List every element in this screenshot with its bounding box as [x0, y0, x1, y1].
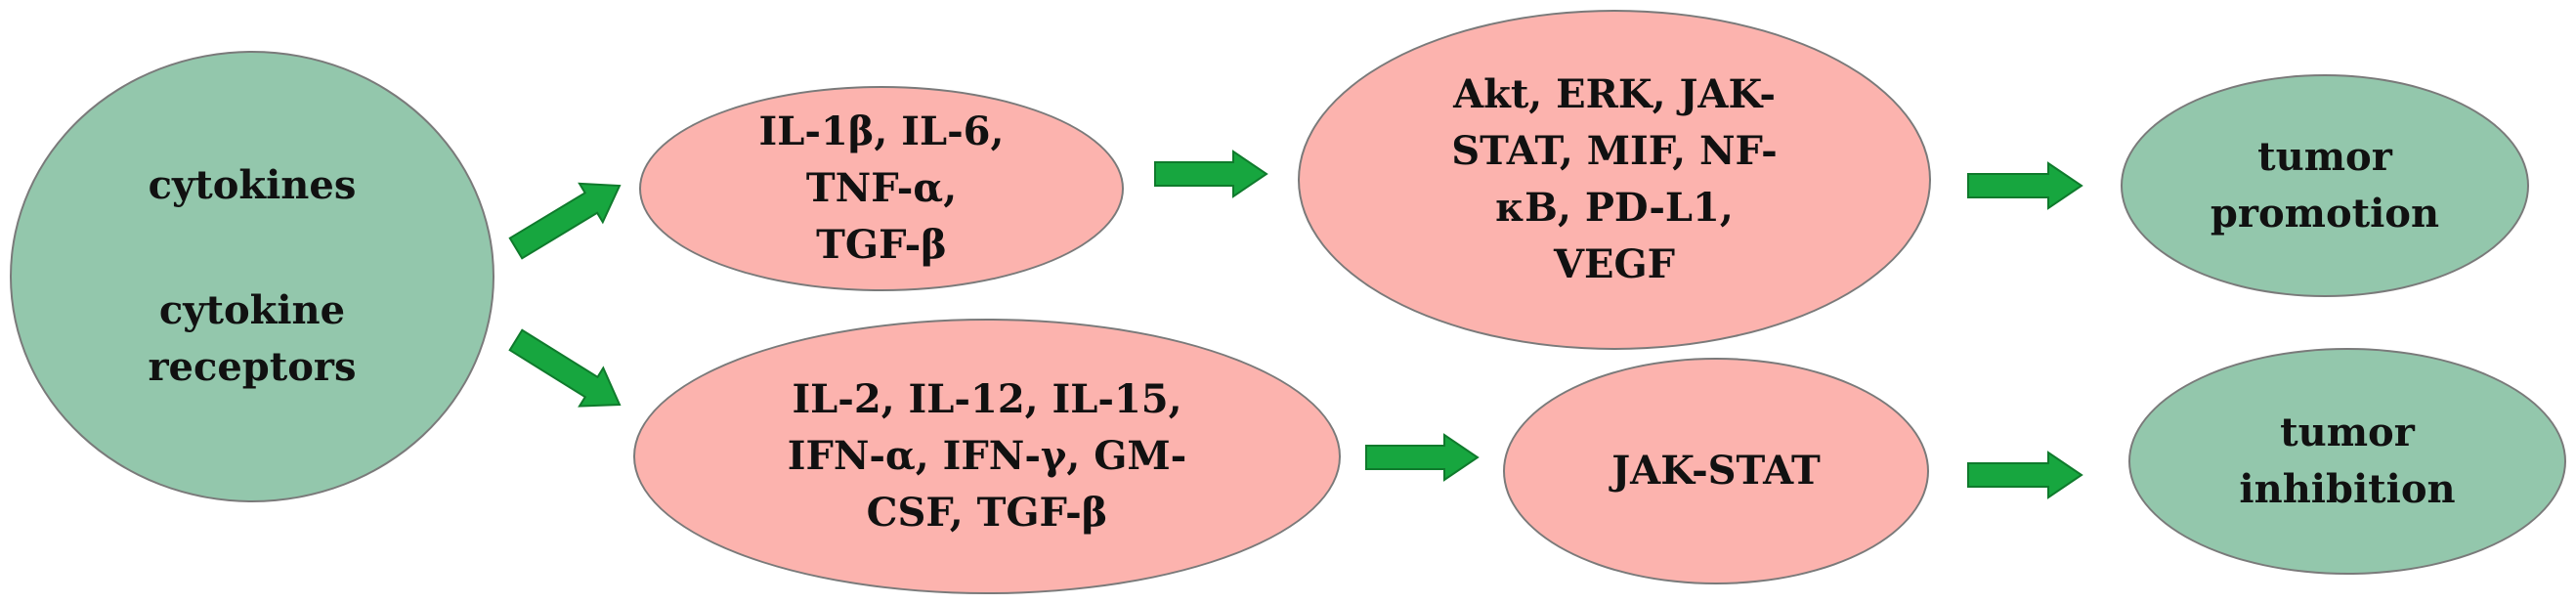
- source-top-label: cytokines: [148, 162, 357, 208]
- upper-pathways-line-1: Akt, ERK, JAK-: [1453, 71, 1776, 117]
- upper-pathways-line-4: VEGF: [1553, 241, 1676, 287]
- upper-pathways-line-2: STAT, MIF, NF-: [1451, 128, 1778, 174]
- upper-cytokines-line-2: TNF-α,: [805, 165, 958, 211]
- promotion-line-2: promotion: [2210, 191, 2440, 237]
- outcome-node-tumor-inhibition: tumor inhibition: [2128, 348, 2566, 575]
- source-bottom-line-2: receptors: [148, 344, 357, 390]
- arrow-upper-cytokines-to-pathways: [1154, 150, 1268, 198]
- inhibition-line-2: inhibition: [2239, 466, 2456, 512]
- arrow-lower-cytokines-to-pathways: [1365, 433, 1480, 482]
- lower-pathways-line-1: JAK-STAT: [1611, 448, 1821, 494]
- lower-cytokines-line-3: CSF, TGF-β: [866, 490, 1108, 536]
- lower-cytokines-line-2: IFN-α, IFN-γ, GM-: [787, 433, 1187, 479]
- lower-cytokines-node: IL-2, IL-12, IL-15, IFN-α, IFN-γ, GM- CS…: [633, 319, 1341, 594]
- upper-pathways-node: Akt, ERK, JAK- STAT, MIF, NF- κB, PD-L1,…: [1298, 10, 1931, 350]
- lower-cytokines-line-1: IL-2, IL-12, IL-15,: [792, 376, 1182, 422]
- inhibition-line-1: tumor: [2280, 410, 2415, 455]
- outcome-node-tumor-promotion: tumor promotion: [2121, 74, 2529, 297]
- source-node-cytokines: cytokines cytokine receptors: [10, 51, 494, 502]
- promotion-line-1: tumor: [2257, 134, 2392, 180]
- lower-pathways-node: JAK-STAT: [1503, 358, 1929, 584]
- arrow-lower-pathways-to-outcome: [1967, 451, 2083, 499]
- arrow-upper-pathways-to-outcome: [1967, 161, 2083, 210]
- upper-cytokines-line-3: TGF-β: [816, 222, 947, 268]
- upper-pathways-line-3: κB, PD-L1,: [1495, 185, 1734, 231]
- upper-cytokines-line-1: IL-1β, IL-6,: [758, 108, 1005, 154]
- arrow-source-to-lower-cytokines: [508, 328, 622, 408]
- arrow-source-to-upper-cytokines: [508, 182, 622, 260]
- upper-cytokines-node: IL-1β, IL-6, TNF-α, TGF-β: [639, 86, 1124, 291]
- source-bottom-line-1: cytokine: [158, 287, 346, 333]
